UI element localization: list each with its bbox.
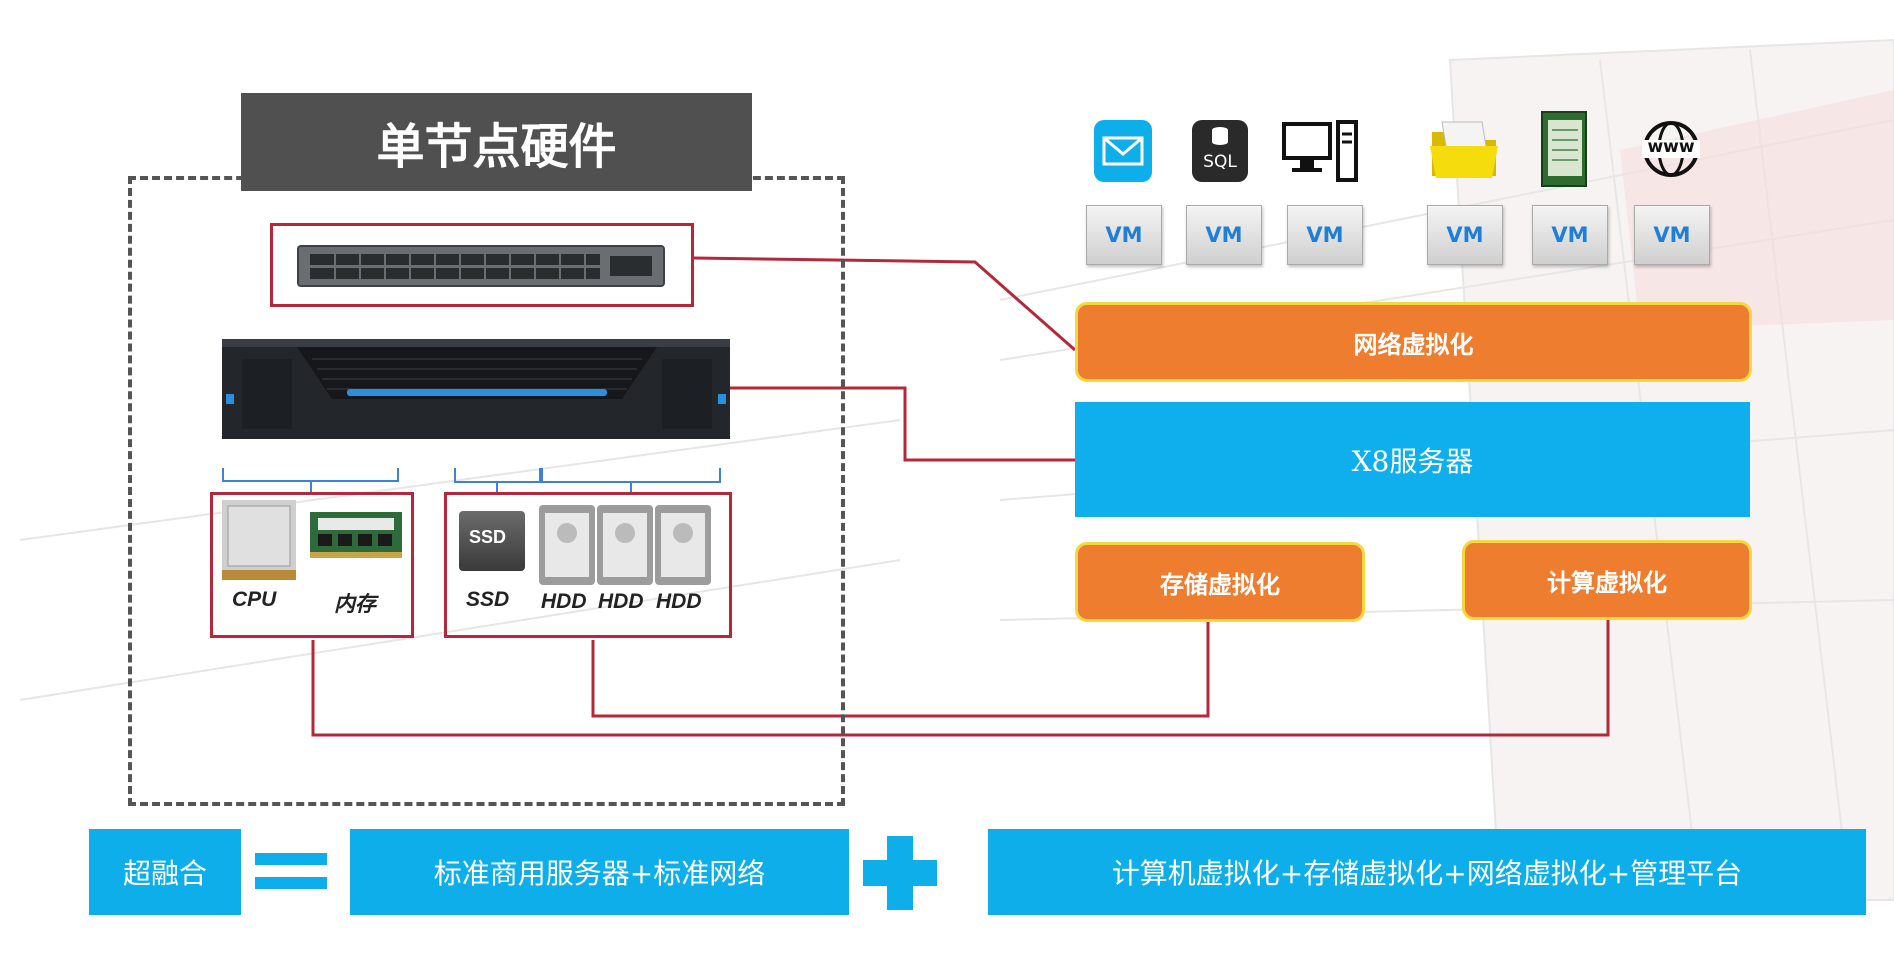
equals-sign	[255, 853, 327, 889]
computer-icon	[1282, 120, 1358, 182]
book-icon	[1541, 111, 1587, 187]
folder-icon	[1430, 121, 1498, 178]
hdd-image-2	[597, 505, 653, 585]
mail-icon	[1094, 120, 1152, 182]
cpu-memory-frame	[210, 492, 414, 638]
vm-box-6: VM	[1634, 205, 1710, 265]
sql-icon-text: SQL	[1203, 152, 1237, 172]
ssd-drive-image: SSD	[459, 511, 525, 571]
ssd-label: SSD	[466, 588, 510, 611]
network-switch-frame	[270, 223, 694, 307]
hdd-label-1: HDD	[541, 590, 587, 613]
switch-to-network-line	[693, 256, 1076, 352]
ssd-drive-text: SSD	[469, 527, 507, 547]
cpu-chip-image	[222, 500, 296, 580]
www-icon-text: www	[1647, 137, 1695, 157]
storage-frame	[444, 492, 732, 638]
memory-label: 内存	[334, 593, 376, 616]
vm-box-4: VM	[1427, 205, 1503, 265]
vm-box-5: VM	[1532, 205, 1608, 265]
hyperconverged-label: 超融合	[89, 829, 241, 915]
network-virtualization-box: 网络虚拟化	[1075, 302, 1752, 382]
sql-database-icon: SQL	[1192, 120, 1248, 182]
hdd-label-2: HDD	[598, 590, 644, 613]
component-brackets	[222, 468, 721, 492]
plus-sign	[863, 836, 937, 910]
server-to-x8-line	[730, 386, 1075, 462]
storage-to-storage-virt-line	[591, 622, 1210, 718]
vm-box-1: VM	[1086, 205, 1162, 265]
standard-hardware-box: 标准商用服务器+标准网络	[350, 829, 849, 915]
vm-box-3: VM	[1287, 205, 1363, 265]
cpu-to-compute-virt-line	[311, 620, 1610, 737]
x8-server-layer: X8服务器	[1075, 402, 1750, 517]
hardware-title: 单节点硬件	[241, 93, 752, 191]
hdd-label-3: HDD	[656, 590, 702, 613]
x8-server-image	[222, 339, 730, 439]
www-globe-icon: www	[1642, 118, 1700, 180]
hdd-image-1	[539, 505, 595, 585]
vm-box-2: VM	[1186, 205, 1262, 265]
compute-virtualization-box: 计算虚拟化	[1462, 540, 1752, 620]
hdd-image-3	[655, 505, 711, 585]
memory-module-image	[310, 512, 402, 558]
storage-virtualization-box: 存储虚拟化	[1075, 542, 1365, 622]
network-switch-image	[297, 245, 665, 287]
software-stack-box: 计算机虚拟化+存储虚拟化+网络虚拟化+管理平台	[988, 829, 1866, 915]
cpu-label: CPU	[232, 588, 277, 611]
